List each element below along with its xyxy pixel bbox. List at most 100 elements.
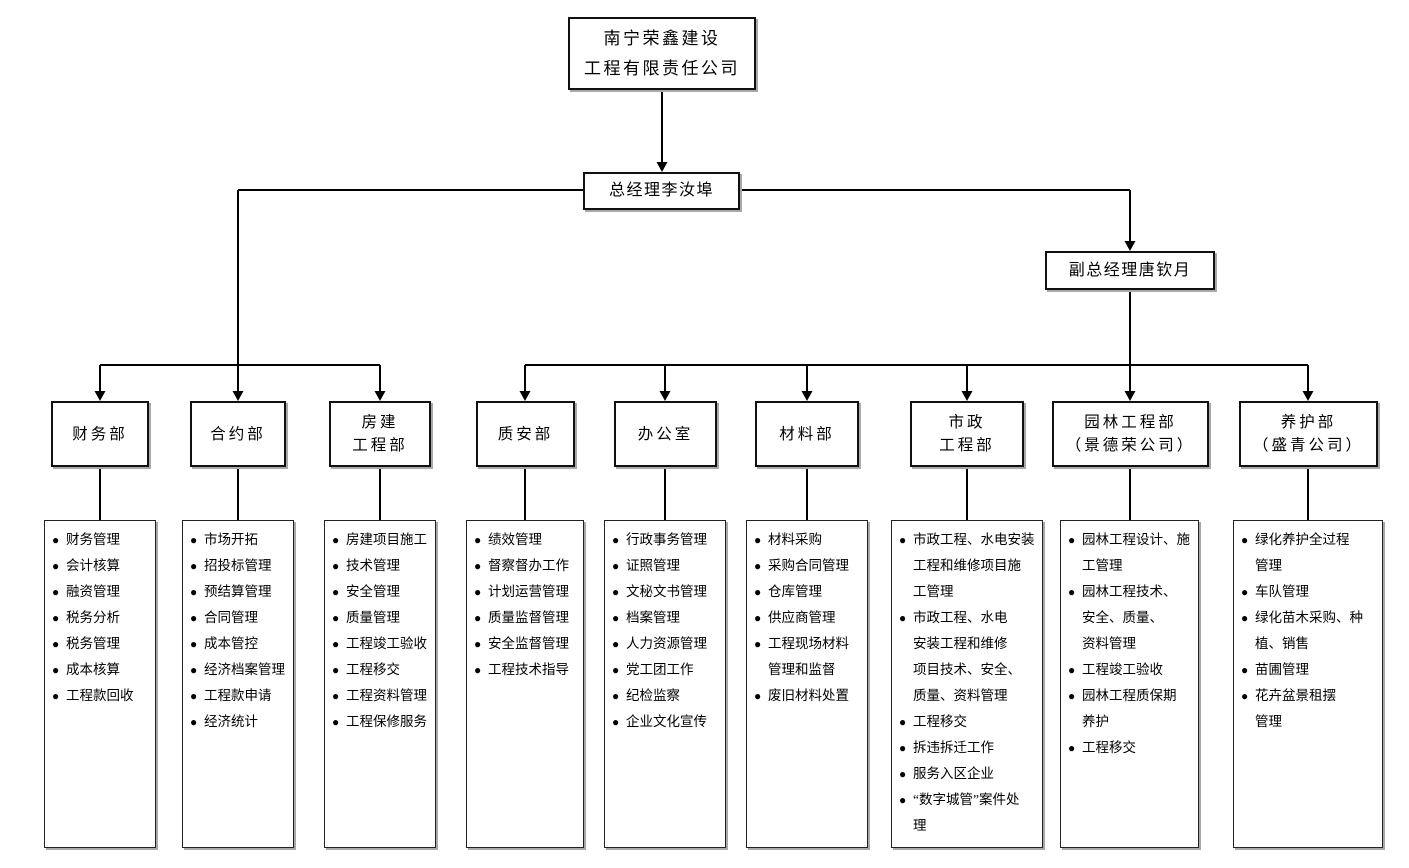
duty-item: ●成本核算 [52, 657, 152, 683]
bullet-icon: ● [190, 715, 198, 729]
duty-item: ●经济档案管理 [190, 657, 290, 683]
bullet-icon: ● [1068, 689, 1076, 703]
duty-item: ●工程款申请 [190, 683, 290, 709]
bullet-icon: ● [1068, 741, 1076, 755]
duty-item: ●会计核算 [52, 553, 152, 579]
company-root-box: 南宁荣鑫建设 工程有限责任公司 [568, 17, 756, 90]
duty-item: ●工程款回收 [52, 683, 152, 709]
dept-duties-maintenance: ●绿化养护全过程 管理●车队管理●绿化苗木采购、种 植、销售●苗圃管理●花卉盆景… [1233, 520, 1383, 848]
dept-duties-materials: ●材料采购●采购合同管理●仓库管理●供应商管理●工程现场材料 管理和监督●废旧材… [746, 520, 868, 848]
dept-header-municipal: 市政 工程部 [910, 401, 1024, 467]
duty-item: ●工程资料管理 [332, 683, 432, 709]
bullet-icon: ● [754, 611, 762, 625]
duty-item: ●工程竣工验收 [332, 631, 432, 657]
duty-item: ●园林工程技术、 安全、质量、 资料管理 [1068, 579, 1195, 657]
duty-item: ●工程保修服务 [332, 709, 432, 735]
deputy-general-manager-box: 副总经理唐钦月 [1045, 251, 1215, 290]
duty-item: ●仓库管理 [754, 579, 864, 605]
bullet-icon: ● [612, 559, 620, 573]
duty-item: ●证照管理 [612, 553, 722, 579]
duty-item: ●服务入区企业 [899, 761, 1039, 787]
bullet-icon: ● [332, 689, 340, 703]
dept-header-materials: 材料部 [755, 401, 859, 467]
duty-item: ●苗圃管理 [1241, 657, 1379, 683]
bullet-icon: ● [190, 559, 198, 573]
duty-item: ●工程现场材料 管理和监督 [754, 631, 864, 683]
duty-item: ●人力资源管理 [612, 631, 722, 657]
bullet-icon: ● [332, 559, 340, 573]
bullet-icon: ● [754, 559, 762, 573]
duty-item: ●招投标管理 [190, 553, 290, 579]
bullet-icon: ● [332, 585, 340, 599]
bullet-icon: ● [332, 533, 340, 547]
duty-item: ●纪检监察 [612, 683, 722, 709]
duty-item: ●“数字城管”案件处 理 [899, 787, 1039, 839]
dept-header-landscape: 园林工程部 （景德荣公司） [1052, 401, 1209, 467]
bullet-icon: ● [190, 663, 198, 677]
dept-header-housing: 房建 工程部 [329, 401, 431, 467]
bullet-icon: ● [332, 611, 340, 625]
dept-duties-municipal: ●市政工程、水电安装 工程和维修项目施 工管理●市政工程、水电 安装工程和维修 … [891, 520, 1043, 848]
duty-item: ●合同管理 [190, 605, 290, 631]
duty-item: ●工程技术指导 [474, 657, 580, 683]
duty-item: ●采购合同管理 [754, 553, 864, 579]
duty-item: ●市政工程、水电 安装工程和维修 项目技术、安全、 质量、资料管理 [899, 605, 1039, 709]
bullet-icon: ● [899, 715, 907, 729]
bullet-icon: ● [754, 533, 762, 547]
duty-item: ●拆违拆迁工作 [899, 735, 1039, 761]
duty-item: ●融资管理 [52, 579, 152, 605]
duty-item: ●工程移交 [899, 709, 1039, 735]
bullet-icon: ● [52, 689, 60, 703]
duty-item: ●档案管理 [612, 605, 722, 631]
dept-header-finance: 财务部 [51, 401, 149, 467]
bullet-icon: ● [474, 559, 482, 573]
duty-item: ●绿化苗木采购、种 植、销售 [1241, 605, 1379, 657]
duty-item: ●绿化养护全过程 管理 [1241, 527, 1379, 579]
bullet-icon: ● [332, 663, 340, 677]
duty-item: ●供应商管理 [754, 605, 864, 631]
bullet-icon: ● [474, 585, 482, 599]
duty-item: ●市政工程、水电安装 工程和维修项目施 工管理 [899, 527, 1039, 605]
bullet-icon: ● [612, 611, 620, 625]
bullet-icon: ● [754, 637, 762, 651]
bullet-icon: ● [612, 637, 620, 651]
bullet-icon: ● [1241, 663, 1249, 677]
bullet-icon: ● [474, 611, 482, 625]
duty-item: ●花卉盆景租摆 管理 [1241, 683, 1379, 735]
duty-item: ●预结算管理 [190, 579, 290, 605]
bullet-icon: ● [899, 611, 907, 625]
bullet-icon: ● [474, 637, 482, 651]
duty-item: ●税务管理 [52, 631, 152, 657]
duty-item: ●质量管理 [332, 605, 432, 631]
duty-item: ●质量监督管理 [474, 605, 580, 631]
duty-item: ●绩效管理 [474, 527, 580, 553]
bullet-icon: ● [190, 533, 198, 547]
bullet-icon: ● [612, 663, 620, 677]
bullet-icon: ● [332, 715, 340, 729]
bullet-icon: ● [1068, 533, 1076, 547]
duty-item: ●党工团工作 [612, 657, 722, 683]
duty-item: ●车队管理 [1241, 579, 1379, 605]
duty-item: ●计划运营管理 [474, 579, 580, 605]
bullet-icon: ● [612, 689, 620, 703]
general-manager-box: 总经理李汝埠 [583, 172, 740, 210]
dept-duties-quality: ●绩效管理●督察督办工作●计划运营管理●质量监督管理●安全监督管理●工程技术指导 [466, 520, 584, 848]
bullet-icon: ● [899, 741, 907, 755]
duty-item: ●工程移交 [1068, 735, 1195, 761]
bullet-icon: ● [1241, 689, 1249, 703]
duty-item: ●工程竣工验收 [1068, 657, 1195, 683]
duty-item: ●技术管理 [332, 553, 432, 579]
bullet-icon: ● [52, 663, 60, 677]
bullet-icon: ● [754, 585, 762, 599]
dept-duties-housing: ●房建项目施工●技术管理●安全管理●质量管理●工程竣工验收●工程移交●工程资料管… [324, 520, 436, 848]
bullet-icon: ● [474, 533, 482, 547]
bullet-icon: ● [1241, 585, 1249, 599]
duty-item: ●园林工程质保期 养护 [1068, 683, 1195, 735]
duty-item: ●安全管理 [332, 579, 432, 605]
bullet-icon: ● [612, 533, 620, 547]
dept-duties-landscape: ●园林工程设计、施 工管理●园林工程技术、 安全、质量、 资料管理●工程竣工验收… [1060, 520, 1199, 848]
bullet-icon: ● [190, 585, 198, 599]
duty-item: ●企业文化宣传 [612, 709, 722, 735]
duty-item: ●行政事务管理 [612, 527, 722, 553]
